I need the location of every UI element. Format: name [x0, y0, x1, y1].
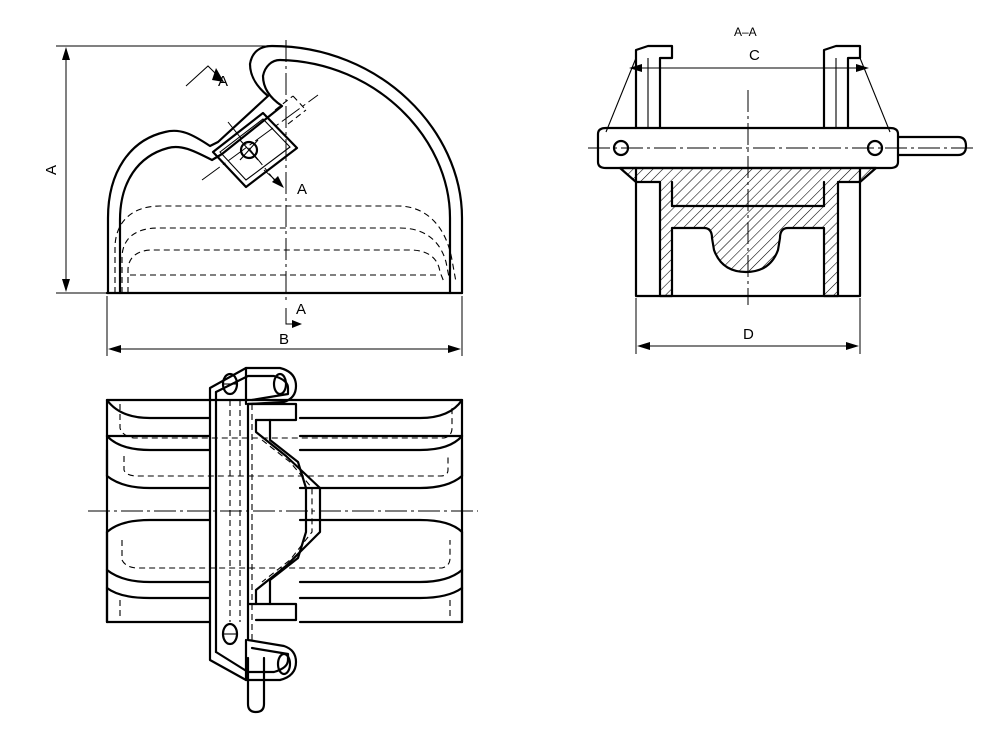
section-mark-upper: A: [185, 65, 228, 90]
section-mark-label-3: A: [296, 301, 306, 318]
clamp-block: [201, 94, 319, 189]
section-handle-rod: [896, 135, 968, 157]
section-view: A–A C: [588, 25, 975, 354]
section-title: A–A: [734, 25, 757, 39]
section-brace-right: [859, 57, 891, 133]
front-view: A A A A B: [43, 40, 464, 356]
top-lower-roll: [105, 518, 464, 534]
dimension-base-width-label: D: [743, 326, 754, 343]
section-brace-left: [605, 57, 637, 133]
dimension-height-label: A: [43, 165, 60, 175]
front-hidden-contour-3: [127, 249, 445, 293]
section-mark-label-2: A: [297, 181, 307, 198]
front-hood-inner: [118, 58, 452, 295]
dimension-width: B: [106, 296, 463, 356]
top-clamp-bar: [208, 366, 298, 682]
section-tie-bar: [596, 126, 900, 170]
top-zigzag-latch: [254, 418, 322, 606]
dimension-height: A: [43, 45, 272, 294]
front-hood-outer: [106, 44, 464, 295]
top-handle-stem: [246, 656, 266, 714]
front-hidden-contour-2: [121, 227, 451, 293]
section-mark-lower: A: [285, 301, 306, 328]
dimension-base-width: D: [635, 298, 861, 354]
dimension-inner-width: C: [629, 47, 869, 72]
dimension-inner-width-label: C: [749, 47, 760, 64]
dimension-width-label: B: [279, 331, 289, 348]
section-mark-middle: A: [263, 169, 307, 198]
top-upper-roll: [105, 398, 464, 420]
section-left-hook: [634, 44, 674, 130]
front-hidden-contour-1: [114, 205, 457, 293]
section-mark-label-1: A: [218, 73, 228, 90]
section-right-hook: [822, 44, 862, 130]
top-view: [88, 366, 478, 714]
